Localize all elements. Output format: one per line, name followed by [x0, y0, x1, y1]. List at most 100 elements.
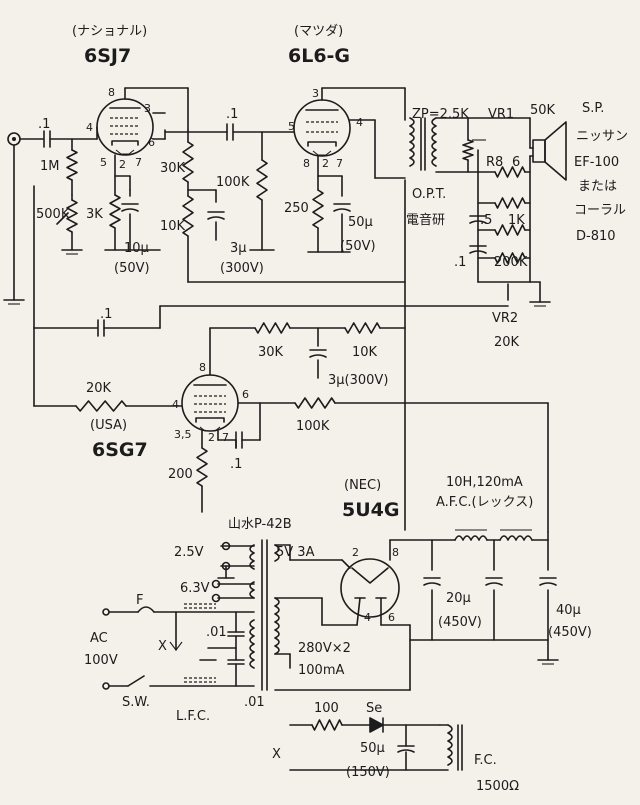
- nfb-resistor-200k: [494, 252, 526, 264]
- nfb-resistor-10k: [344, 322, 381, 334]
- vr2-label: VR2: [492, 311, 518, 326]
- x-terminal-label: X: [158, 639, 167, 654]
- pin-label: 6: [388, 611, 395, 624]
- decoupling-10k: [182, 195, 194, 237]
- cathode-c-label: 10μ: [124, 241, 149, 256]
- nfb-cap-1-label: .1: [454, 255, 466, 270]
- field-coil-supply: [289, 717, 463, 771]
- nfb-capacitor-3u: [309, 349, 327, 358]
- tube-5u4g-name: 5U4G: [342, 499, 399, 521]
- pin-label: 4: [356, 116, 363, 129]
- tube-6l6g-maker: (マツダ): [294, 24, 343, 39]
- vr1-potentiometer: [467, 117, 486, 173]
- speaker-label: または: [578, 179, 617, 194]
- pin-label: 8: [303, 157, 310, 170]
- ac-label: AC: [90, 631, 108, 646]
- field-r-label: 100: [314, 701, 339, 716]
- field-x-label: X: [272, 747, 281, 762]
- nfb-c-3u-label: 3μ(300V): [328, 373, 388, 388]
- r8-6-ohm: [494, 166, 526, 178]
- speaker-label: S.P.: [582, 101, 604, 116]
- coupling-cap-label: .1: [226, 107, 238, 122]
- pin-label: 8: [392, 546, 399, 559]
- vr1-value: 50K: [530, 103, 556, 118]
- cathode-capacitor-10u: [121, 203, 139, 212]
- decoupling-r-label: 10K: [160, 219, 186, 234]
- pin-label: 7: [135, 156, 142, 169]
- filter-capacitor-mid: [485, 577, 503, 586]
- wiring-stage2: [164, 87, 406, 531]
- tube-5u4g-maker: (NEC): [344, 478, 381, 493]
- coupling-capacitor: [226, 123, 234, 141]
- opt-maker: 電音研: [406, 212, 445, 228]
- vr1-element: [462, 139, 474, 161]
- tube-6sg7-name: 6SG7: [92, 439, 148, 461]
- nfb-resistor-1k: [494, 224, 526, 236]
- input-capacitor: [43, 130, 51, 148]
- hv-current-label: 100mA: [298, 663, 344, 678]
- filter-c2-volt: (450V): [548, 625, 592, 640]
- field-coil-label: F.C.: [474, 753, 497, 768]
- nfb-capacitor-1: [469, 245, 487, 254]
- nfb-r-200-label: 200: [168, 467, 193, 482]
- fuse-label: F: [136, 593, 143, 608]
- nfb-resistor-a: [494, 197, 526, 209]
- power-cathode-c-volt: (50V): [340, 239, 376, 254]
- pin-label: 3: [144, 102, 151, 115]
- pin-label: 8: [108, 86, 115, 99]
- pin-label: 5: [288, 120, 295, 133]
- pin-label: 2: [208, 431, 215, 444]
- line-cap-b-label: .01: [244, 695, 265, 710]
- power-transformer-label: 山水P-42B: [228, 517, 292, 532]
- grid-resistor-1m: [66, 149, 78, 181]
- wiring-feedback-stage: [33, 185, 549, 533]
- rect-heater-label: 5V 3A: [276, 545, 315, 560]
- pin-label: 6: [148, 136, 155, 149]
- power-cathode-r-label: 250: [284, 201, 309, 216]
- speaker-label: D-810: [576, 229, 616, 244]
- pin-label: 3: [312, 87, 319, 100]
- opt-label: O.P.T.: [412, 187, 446, 202]
- pin-label: 8: [199, 361, 206, 374]
- nfb-r-30k-label: 30K: [258, 345, 284, 360]
- nfb-cap-label: .1: [100, 307, 112, 322]
- filter-capacitor-40u: [539, 577, 557, 586]
- line-cap-a-label: .01: [206, 625, 227, 640]
- cathode-resistor-200: [196, 447, 208, 487]
- pin-label: 2: [119, 158, 126, 171]
- pin-label: 3,5: [174, 428, 192, 441]
- vr1-label: VR1: [488, 107, 514, 122]
- input-cap-label: .1: [38, 117, 50, 132]
- opt-impedance-label: ZP=2.5K: [412, 107, 469, 122]
- field-diode-label: Se: [366, 701, 382, 716]
- switch-label: S.W.: [122, 695, 150, 710]
- nfb-resistor-30k: [254, 322, 291, 334]
- vr2-value: 20K: [494, 335, 520, 350]
- field-cap-label: 50μ: [360, 741, 385, 756]
- hv-winding-label: 280V×2: [298, 641, 351, 656]
- speaker-label: コーラル: [574, 203, 626, 218]
- pin-label: 4: [364, 611, 371, 624]
- cathode-r-label: 3K: [86, 207, 103, 222]
- tube-6sj7-name: 6SJ7: [84, 45, 131, 67]
- field-cap-volt: (150V): [346, 765, 390, 780]
- cathode-capacitor-01: [235, 431, 243, 449]
- power-cathode-250: [312, 189, 324, 229]
- tube-6sg7-symbol: [181, 374, 239, 432]
- nfb-capacitor-5: [469, 215, 487, 224]
- speaker-label: EF-100: [574, 155, 619, 170]
- wiring-stage1: [3, 87, 189, 305]
- power-cathode-c-label: 50μ: [348, 215, 373, 230]
- heater-terminals: [211, 541, 235, 603]
- pin-label: 7: [336, 157, 343, 170]
- plate-load-30k: [182, 141, 194, 183]
- grid-leak-100k: [256, 159, 268, 201]
- decoupling-c-label: 3μ: [230, 241, 247, 256]
- filter-c1-volt: (450V): [438, 615, 482, 630]
- pin-label: 6: [242, 388, 249, 401]
- tube-6sj7-maker: (ナショナル): [72, 24, 147, 39]
- volume-label: 500K: [36, 207, 70, 222]
- pin-label: 2: [322, 157, 329, 170]
